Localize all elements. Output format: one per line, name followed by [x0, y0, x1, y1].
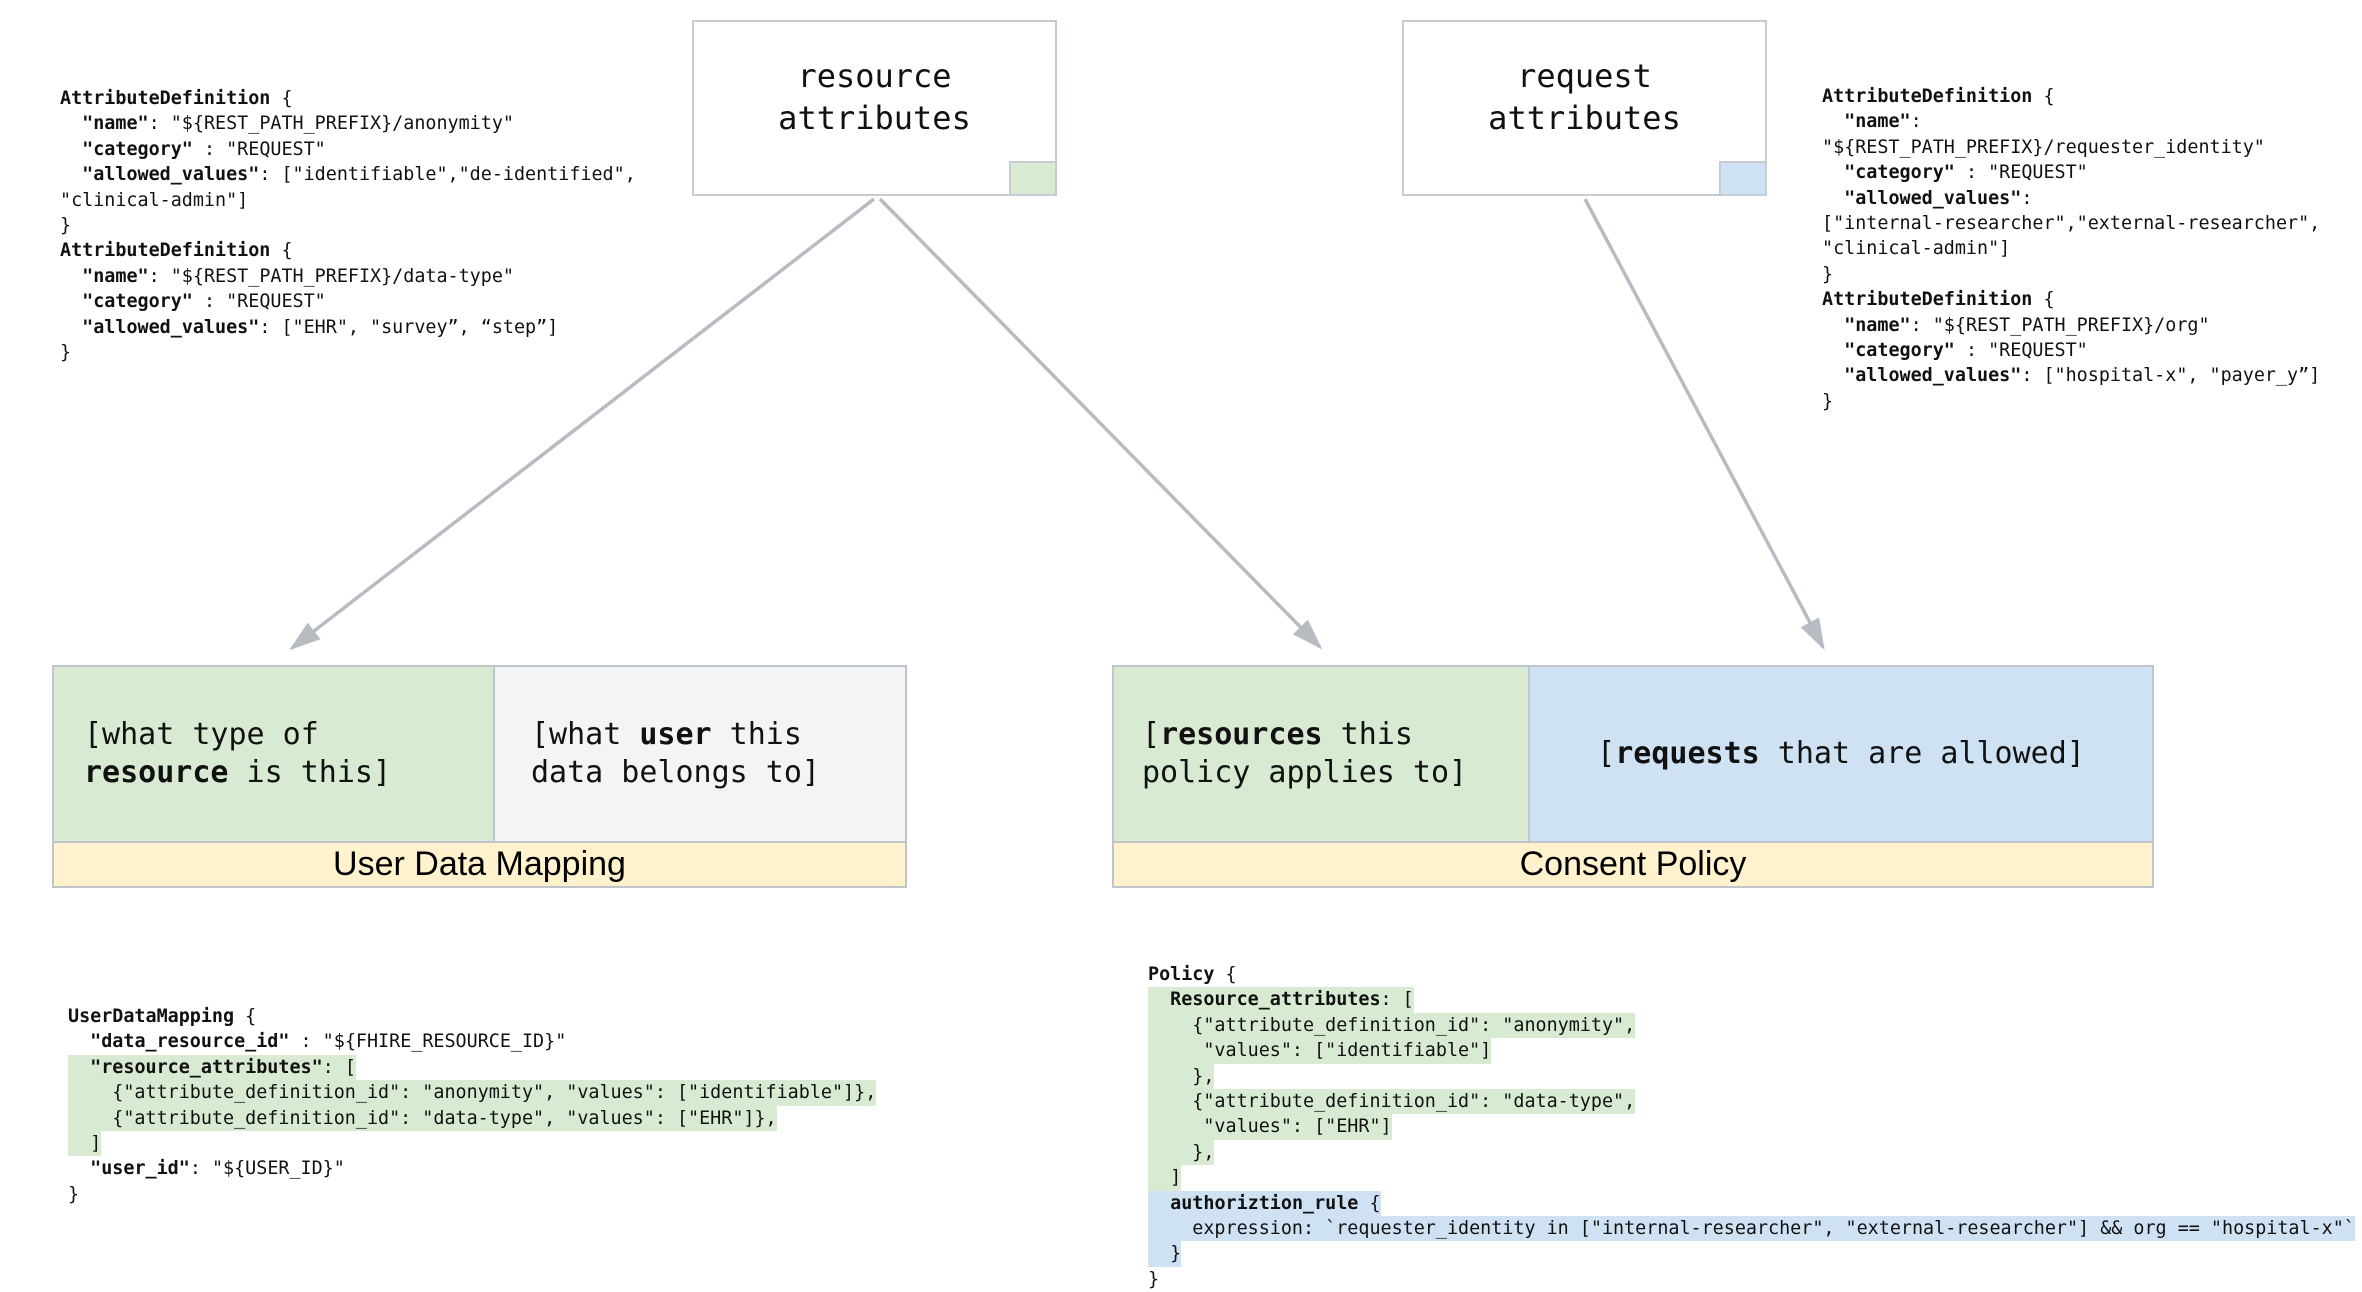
policy-code: Policy { Resource_attributes: [ {"attrib…: [1148, 964, 2355, 1290]
request-attributes-box: request attributes: [1402, 20, 1767, 196]
resource-green-chip: [1009, 161, 1055, 194]
request-blue-chip: [1719, 161, 1765, 194]
resource-attribute-definitions-code: AttributeDefinition { "name": "${REST_PA…: [60, 88, 636, 363]
resource-attributes-box: resource attributes: [692, 20, 1057, 196]
request-attributes-label: request attributes: [1488, 57, 1681, 137]
user-data-mapping-code: UserDataMapping { "data_resource_id" : "…: [68, 1006, 877, 1205]
user-data-mapping-title: User Data Mapping: [54, 841, 905, 886]
arrow-resource-to-consentpolicy: [878, 197, 1323, 650]
arrow-request-to-consentpolicy: [1583, 198, 1825, 651]
cp-requests-cell: [requests that are allowed]: [1530, 667, 2152, 841]
request-attribute-definitions-code: AttributeDefinition { "name":"${REST_PAT…: [1822, 86, 2321, 412]
consent-policy-title: Consent Policy: [1114, 841, 2152, 886]
resource-attributes-label: resource attributes: [778, 57, 971, 137]
